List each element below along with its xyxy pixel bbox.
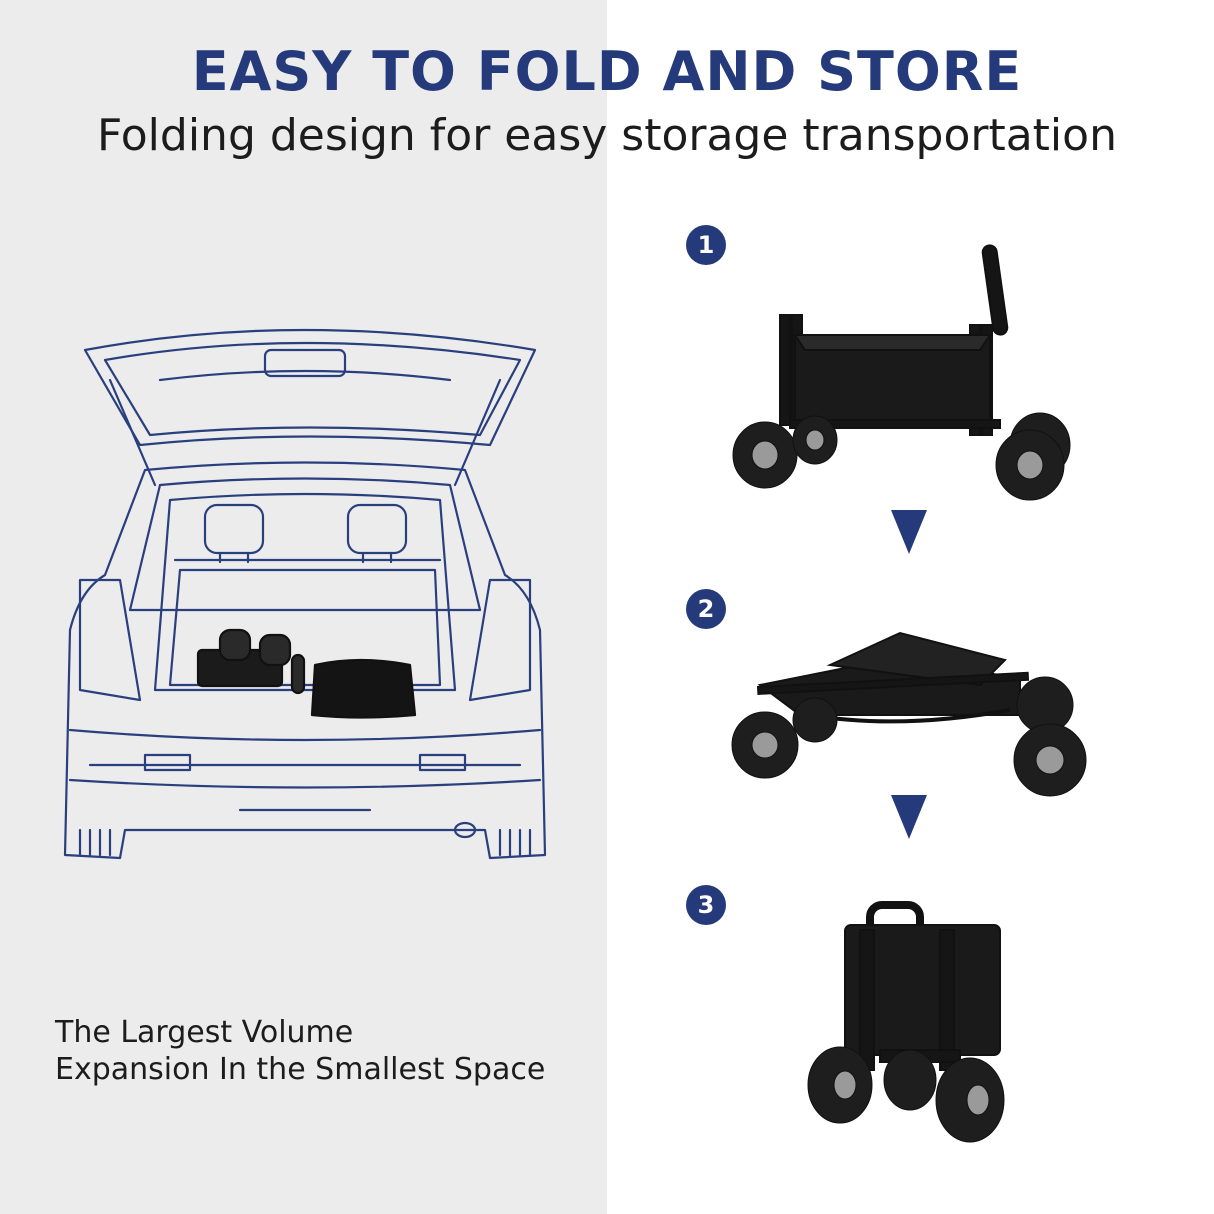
- arrow-down-icon-2: [891, 795, 927, 839]
- page-title: EASY TO FOLD AND STORE: [191, 40, 1023, 103]
- tagline: The Largest Volume Expansion In the Smal…: [55, 1014, 575, 1088]
- step-2-badge: 2: [686, 589, 726, 629]
- step-1-badge: 1: [686, 225, 726, 265]
- tagline-line-2: Expansion In the Smallest Space: [55, 1052, 546, 1087]
- arrow-down-icon-1: [891, 510, 927, 554]
- page-subtitle: Folding design for easy storage transpor…: [97, 110, 1117, 161]
- wagon-open-image: [732, 244, 1071, 501]
- car-trunk-illustration: [63, 328, 547, 860]
- wheels: [732, 412, 1071, 501]
- wagon-half-folded-image: [731, 631, 1087, 797]
- tagline-line-1: The Largest Volume: [55, 1015, 354, 1050]
- wagon-fully-folded-image: [807, 901, 1005, 1143]
- left-panel: [0, 0, 607, 1214]
- step-3-badge: 3: [686, 885, 726, 925]
